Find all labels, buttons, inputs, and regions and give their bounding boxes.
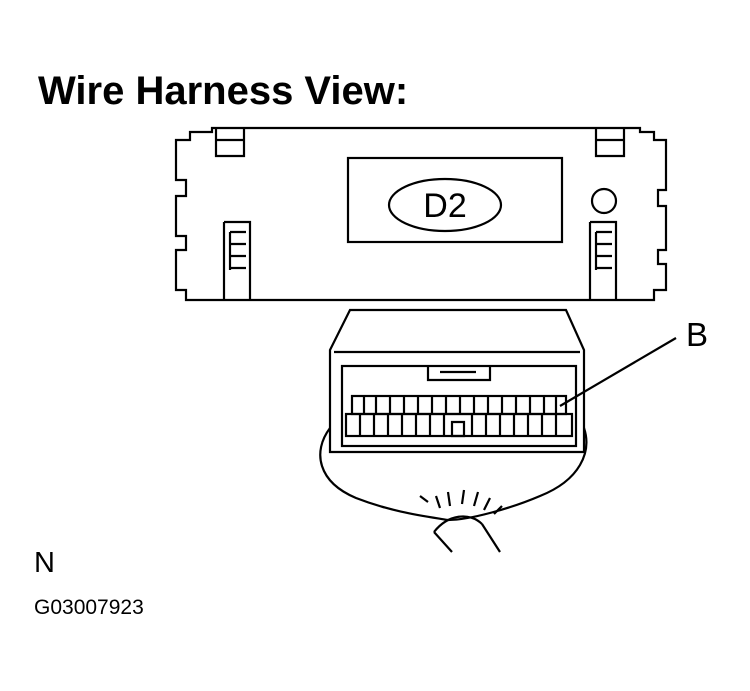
connector-code-label: D2 [423,187,466,225]
ecu-housing [174,126,668,302]
figure-id: G03007923 [34,596,144,619]
view-marker: N [34,547,55,579]
callout-leader-line [559,337,677,407]
callout-label: B [686,316,708,353]
diagram-title: Wire Harness View: [38,69,408,113]
harness-connector[interactable] [319,308,588,553]
